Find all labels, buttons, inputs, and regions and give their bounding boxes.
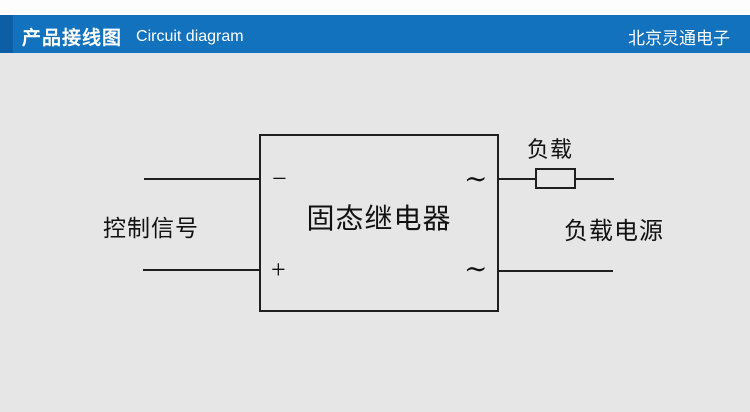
load-power-label: 负载电源 [564, 219, 664, 245]
terminal-ac-top: ∼ [464, 164, 488, 195]
company-name: 北京灵通电子 [628, 29, 730, 48]
header-accent-block [0, 15, 13, 53]
load-resistor-symbol [535, 168, 576, 189]
wire-control-plus-top [144, 178, 259, 180]
terminal-plus: + [271, 255, 286, 284]
page-subtitle: Circuit diagram [136, 27, 244, 45]
diagram-canvas: 固态继电器 − + ∼ ∼ 控制信号 负载 负载电源 [0, 53, 750, 412]
top-strip [0, 0, 750, 15]
load-label: 负载 [527, 137, 574, 162]
page-title: 产品接线图 [22, 28, 123, 49]
wire-load-left [499, 178, 536, 180]
relay-box: 固态继电器 − + ∼ ∼ [259, 134, 499, 312]
relay-label: 固态继电器 [306, 204, 452, 235]
terminal-ac-bottom: ∼ [464, 254, 488, 285]
wire-control-bottom [143, 269, 259, 271]
wire-load-right [574, 178, 614, 180]
wire-load-bottom [499, 270, 613, 272]
header-bar: 产品接线图 Circuit diagram 北京灵通电子 [0, 15, 750, 53]
control-signal-label: 控制信号 [103, 216, 199, 241]
terminal-minus: − [272, 164, 287, 193]
